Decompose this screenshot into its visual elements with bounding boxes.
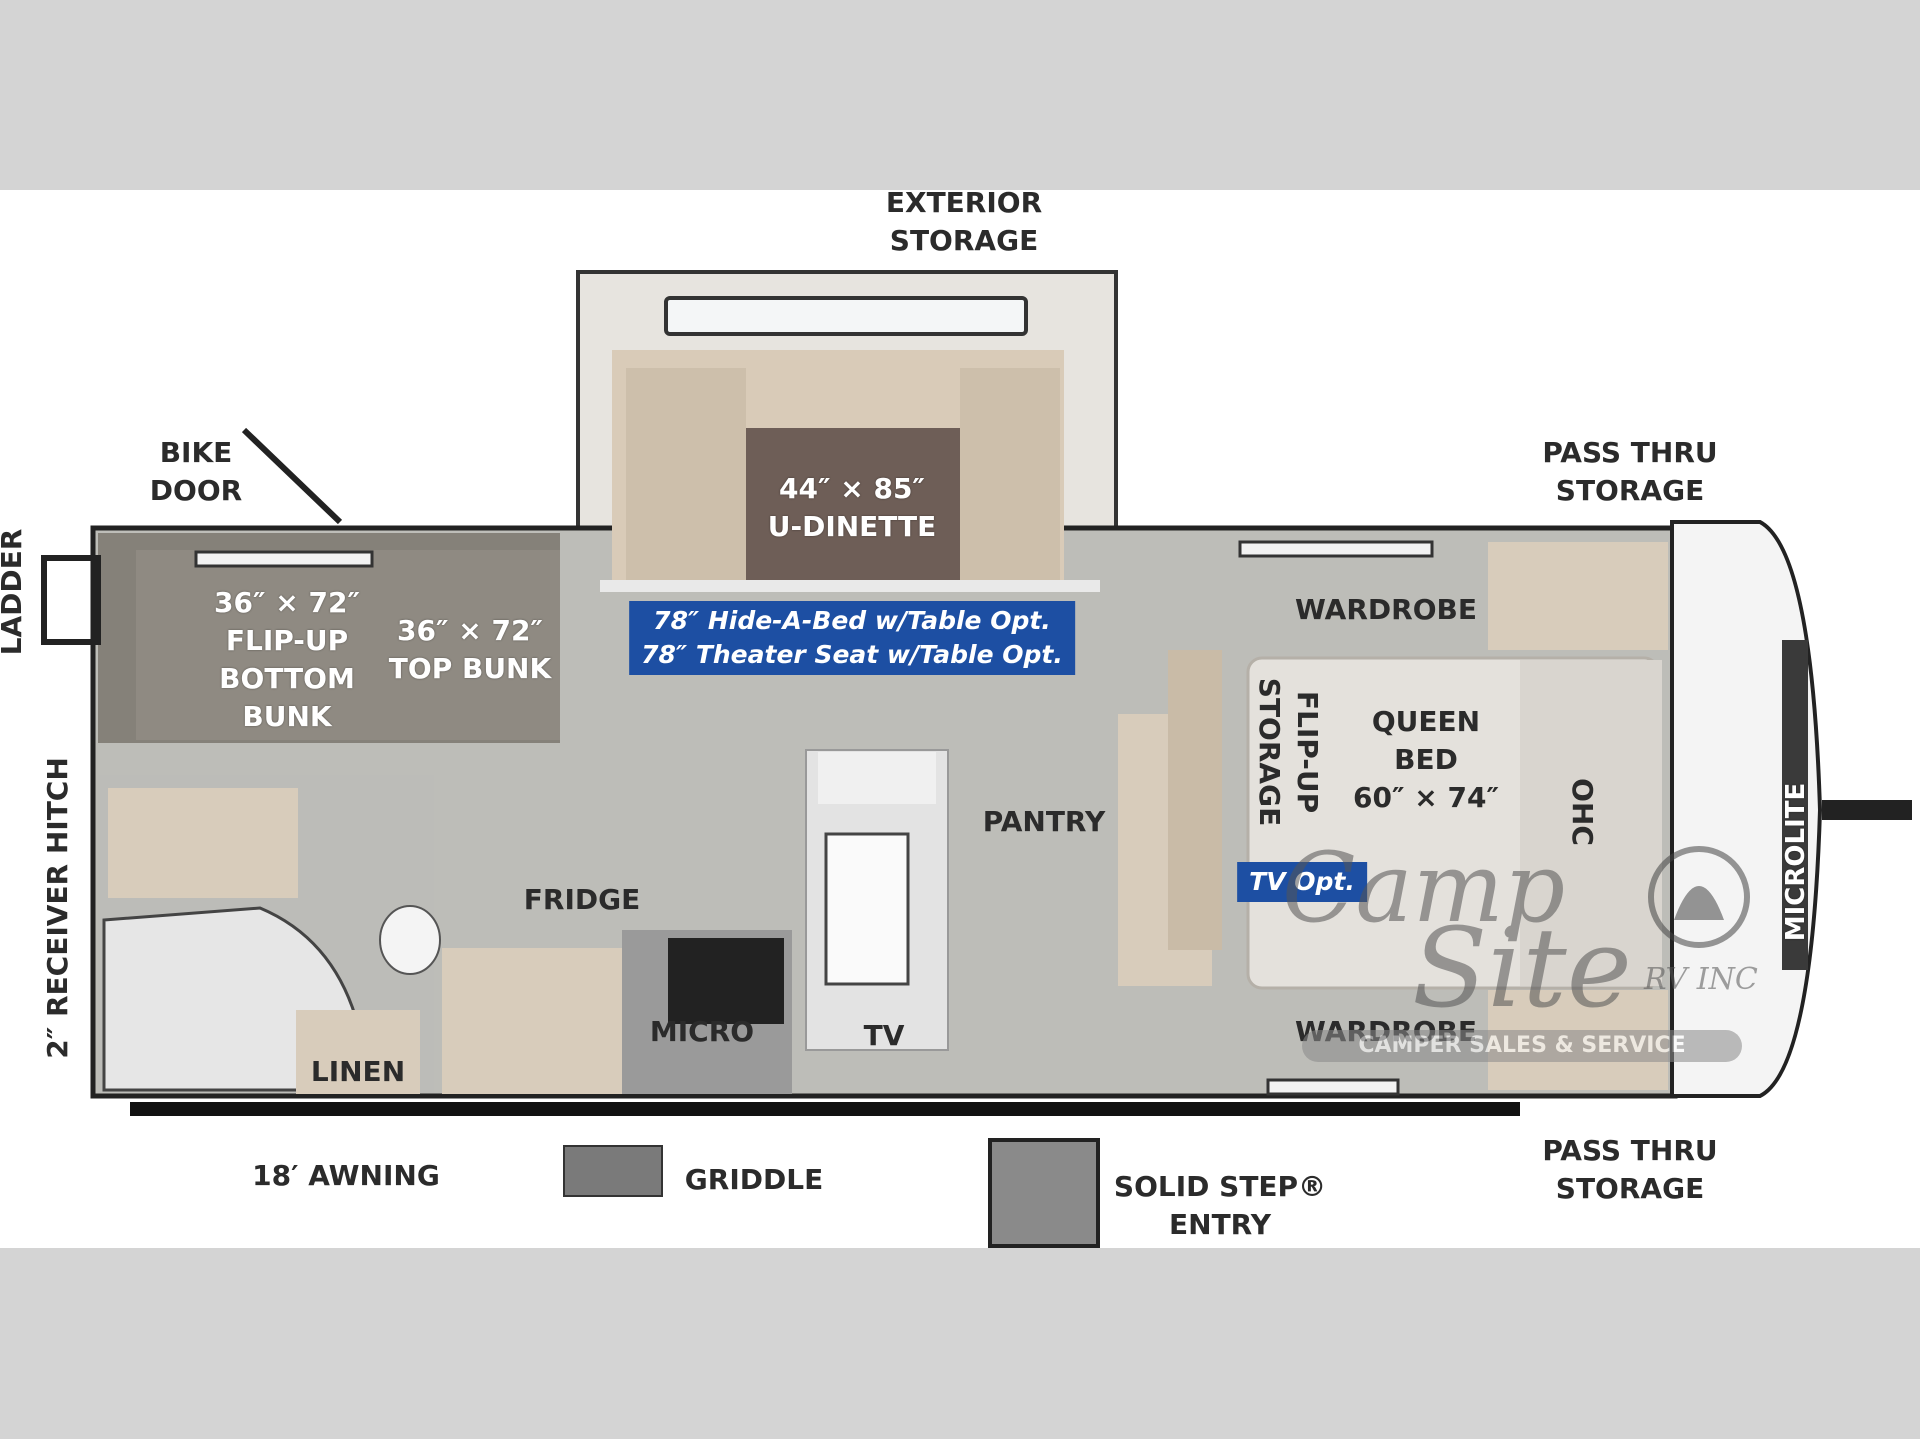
label-wardrobe-bottom: WARDROBE <box>1295 1015 1477 1048</box>
floorplan-canvas: EXTERIOR STORAGE BIKE DOOR LADDER 2″ REC… <box>0 190 1920 1248</box>
hitch <box>1822 800 1912 820</box>
label-awning: 18′ AWNING <box>252 1159 440 1192</box>
linen-cabinet <box>296 1010 420 1094</box>
label-linen: LINEN <box>310 1055 406 1088</box>
label-pass-thru-top: PASS THRU STORAGE <box>1542 436 1718 507</box>
label-fridge: FRIDGE <box>523 883 641 916</box>
bike-door-swing <box>241 427 343 525</box>
slide-window <box>664 296 1028 336</box>
bunk-window <box>194 550 374 568</box>
entry-step <box>988 1138 1100 1248</box>
wardrobe-bottom-cabinet <box>1488 990 1668 1090</box>
label-pantry: PANTRY <box>982 805 1106 838</box>
bath-vanity <box>108 788 298 898</box>
dinette-bench-left <box>626 368 746 580</box>
label-brand: MICROLITE <box>1781 782 1811 942</box>
bedroom-window-bottom <box>1266 1078 1400 1096</box>
dinette-table <box>746 428 960 588</box>
bunk-mattress <box>136 550 560 740</box>
flip-up-panel <box>1168 650 1222 950</box>
label-exterior-storage: EXTERIOR STORAGE <box>885 190 1043 257</box>
option-dinette-line2: 78″ Theater Seat w/Table Opt. <box>641 640 1063 669</box>
label-entry: SOLID STEP® ENTRY <box>1113 1170 1327 1241</box>
label-u-dinette: 44″ × 85″ U-DINETTE <box>767 472 937 543</box>
label-micro: MICRO <box>649 1015 755 1048</box>
label-wardrobe-top: WARDROBE <box>1295 593 1477 626</box>
island-top <box>818 752 936 804</box>
label-bottom-bunk: 36″ × 72″ FLIP-UP BOTTOM BUNK <box>214 586 360 733</box>
ohc-cabinet <box>1520 660 1662 986</box>
slide-floor-edge <box>600 580 1100 592</box>
option-dinette-line1: 78″ Hide-A-Bed w/Table Opt. <box>653 606 1051 635</box>
bedroom-window-top <box>1238 540 1434 558</box>
label-ladder: LADDER <box>0 528 28 656</box>
label-receiver-hitch: 2″ RECEIVER HITCH <box>41 757 74 1059</box>
dinette-bench-right <box>960 368 1060 580</box>
ladder <box>41 555 101 645</box>
label-griddle: GRIDDLE <box>684 1163 824 1196</box>
label-flip-up-storage: FLIP-UP STORAGE <box>1253 677 1324 827</box>
label-bike-door: BIKE DOOR <box>149 436 243 507</box>
stove <box>668 938 784 1024</box>
label-tv: TV <box>863 1019 905 1052</box>
front-cap-stripe <box>1782 640 1808 970</box>
toilet <box>379 905 441 975</box>
label-ohc: OHC <box>1566 778 1599 846</box>
wardrobe-top-cabinet <box>1488 542 1668 650</box>
island-drawer <box>824 832 910 986</box>
option-badge-dinette: 78″ Hide-A-Bed w/Table Opt. 78″ Theater … <box>629 601 1075 675</box>
label-queen-bed: QUEEN BED 60″ × 74″ <box>1353 705 1499 814</box>
griddle <box>563 1145 663 1197</box>
label-pass-thru-bottom: PASS THRU STORAGE <box>1542 1134 1718 1205</box>
option-badge-tv: TV Opt. <box>1237 862 1367 902</box>
awning-bar <box>130 1102 1520 1116</box>
label-top-bunk: 36″ × 72″ TOP BUNK <box>388 614 552 685</box>
fridge-cabinet <box>442 948 642 1094</box>
